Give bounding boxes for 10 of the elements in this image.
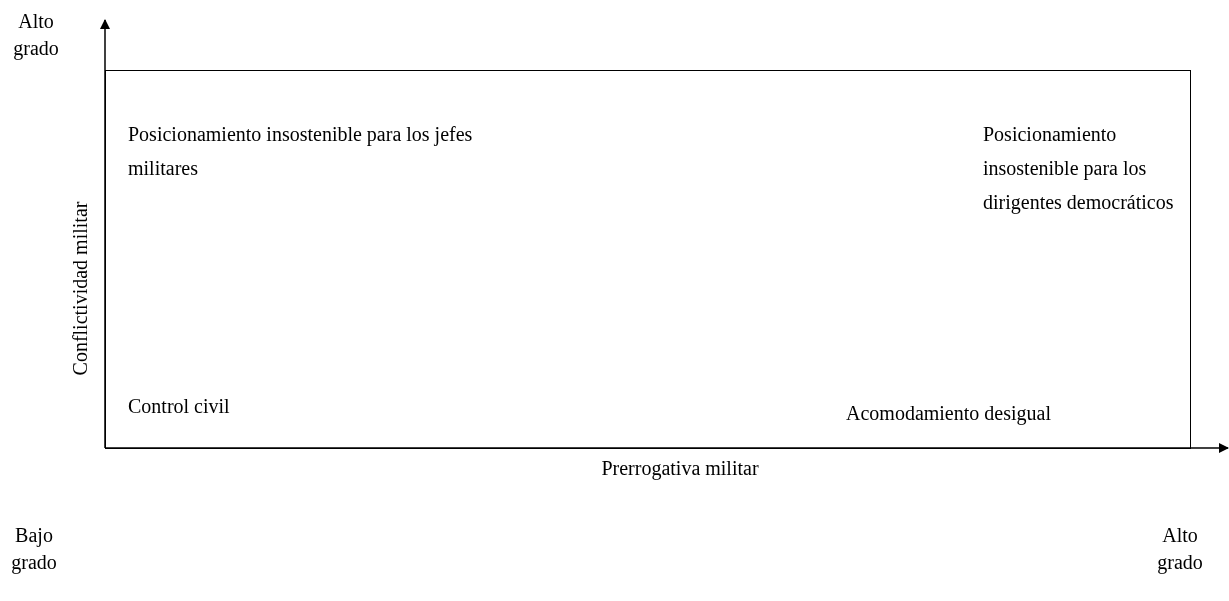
scale-label: Alto grado [1156, 523, 1204, 576]
quadrant-label: Control civil [128, 394, 231, 419]
axis-title: Conflictividad militar [67, 200, 92, 378]
axis-title: Prerrogativa militar [600, 456, 760, 482]
quadrant-label: Posicionamiento insostenible para los dirigentes democráticos [983, 122, 1175, 216]
scale-label: Alto grado [12, 9, 60, 62]
quadrant-label: Posicionamiento insostenible para los jefes militares [128, 122, 474, 181]
quadrant-label: Acomodamiento desigual [846, 401, 1052, 427]
scale-label: Bajo grado [10, 523, 58, 576]
quadrant-frame [105, 70, 1191, 449]
